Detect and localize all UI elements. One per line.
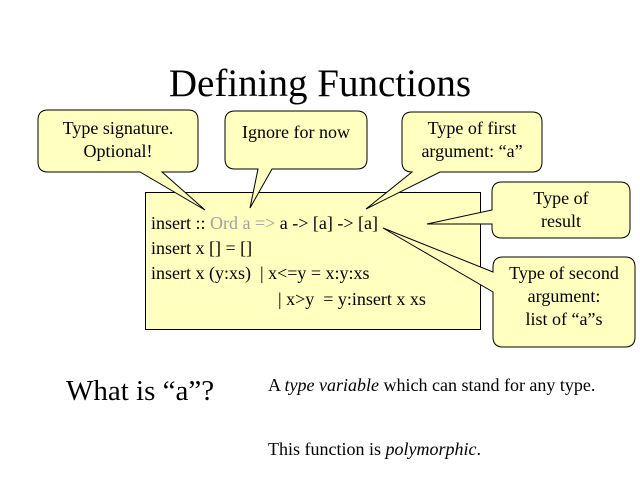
explanation-2-start: This function is [268,439,386,459]
callout-result-line-2: result [541,211,581,231]
code-line-1-end: a -> [a] -> [a] [275,213,379,233]
term-polymorphic: polymorphic [385,439,477,459]
callout-first-arg-shape [365,111,543,210]
explanation-type-variable: A type variable which can stand for any … [268,374,608,397]
question: What is “a”? [66,375,215,407]
callout-ignore-shape [224,110,368,209]
callout-first-arg: Type of first argument: “a” [402,117,542,163]
callout-type-signature: Type signature. Optional! [38,117,198,163]
explanation-polymorphic: This function is polymorphic. [268,438,608,461]
explanation-1-end: which can stand for any type. [378,375,596,395]
callout-type-signature-shape [37,109,206,211]
callout-ignore: Ignore for now [242,122,350,142]
callout-first-arg-line-1: Type of first [427,118,517,138]
code-line-4: | x>y = y:insert x xs [278,289,426,309]
callout-second-arg-shape [382,227,636,348]
callout-type-signature-line-2: Optional! [83,141,153,161]
code-line-1: insert :: Ord a => a -> [a] -> [a] [151,211,378,235]
explanation-2-end: . [476,439,481,459]
code-line-3: insert x (y:xs) | x<=y = x:y:xs [151,263,370,283]
callout-second-arg-line-1: Type of second [509,263,619,283]
callout-result-line-1: Type of [533,188,589,208]
callout-first-arg-line-2: argument: “a” [421,141,523,161]
callout-second-arg-line-2: argument: [527,286,601,306]
code-line-2: insert x [] = [] [151,238,253,258]
callout-type-signature-line-1: Type signature. [62,118,174,138]
code-box [145,192,481,330]
term-type-variable: type variable [284,375,379,395]
callout-result-shape [426,181,631,239]
code-line-1-start: insert :: [151,213,210,233]
explanation-1-start: A [268,375,285,395]
callout-result: Type of result [492,187,630,233]
slide-title: Defining Functions [168,62,472,105]
class-constraint: Ord a => [210,213,276,233]
callout-second-arg: Type of second argument: list of “a”s [493,262,635,331]
callout-second-arg-line-3: list of “a”s [525,309,603,329]
